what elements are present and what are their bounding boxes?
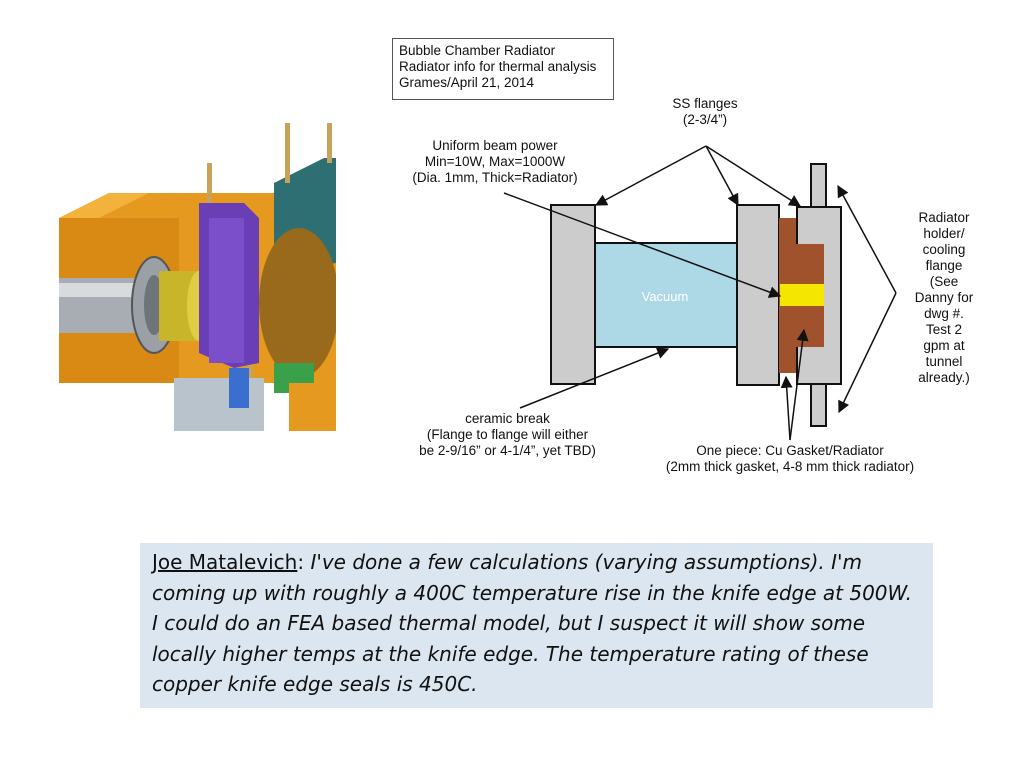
radiator-holder-line: gpm at <box>923 338 965 353</box>
arrow-radiator <box>789 328 809 441</box>
cad-rendering-image <box>59 123 336 431</box>
ceramic-break-line: (Flange to flange will either <box>426 427 589 442</box>
ceramic-break-label: ceramic break (Flange to flange will eit… <box>395 411 620 459</box>
ss-flanges-line: (2-3/4”) <box>682 112 728 127</box>
radiator-holder-line: Radiator <box>918 210 970 225</box>
arrow-ss-right <box>705 145 802 207</box>
beam-power-line: (Dia. 1mm, Thick=Radiator) <box>412 170 578 185</box>
title-block: Bubble Chamber Radiator Radiator info fo… <box>392 38 614 100</box>
radiator-holder-line: already.) <box>918 370 970 385</box>
arrow-ceramic <box>519 347 670 409</box>
ceramic-break-line: ceramic break <box>465 411 550 426</box>
arrow-holder-bottom <box>838 292 897 414</box>
beam-power-line: Min=10W, Max=1000W <box>424 154 566 169</box>
right-flange-stub-bottom <box>810 381 827 427</box>
title-line-3: Grames/April 21, 2014 <box>399 75 535 90</box>
vacuum-label: Vacuum <box>642 289 689 304</box>
one-piece-line: (2mm thick gasket, 4-8 mm thick radiator… <box>665 459 915 474</box>
one-piece-label: One piece: Cu Gasket/Radiator (2mm thick… <box>640 443 940 475</box>
arrow-ss-left <box>594 145 707 206</box>
radiator-holder-line: Test 2 <box>925 322 963 337</box>
radiator-holder-line: dwg #. <box>924 306 964 321</box>
arrow-beam <box>503 192 782 298</box>
comment-author: Joe Matalevich <box>152 550 298 574</box>
vacuum-region <box>594 242 738 348</box>
radiator-holder-line: tunnel <box>925 354 963 369</box>
radiator-holder-line: (See <box>929 274 959 289</box>
right-flange-stub-top <box>810 163 827 209</box>
radiator-holder-line: cooling <box>922 242 966 257</box>
radiator-holder-line: holder/ <box>923 226 965 241</box>
comment-text: I've done a few calculations (varying as… <box>152 550 913 696</box>
radiator-holder-label: Radiator holder/ cooling flange (See Dan… <box>904 210 984 386</box>
arrow-gasket <box>780 375 793 441</box>
comment-box: Joe Matalevich: I've done a few calculat… <box>140 543 933 708</box>
left-flange <box>550 204 596 385</box>
comment-separator: : <box>297 550 311 574</box>
beam-power-label: Uniform beam power Min=10W, Max=1000W (D… <box>390 138 600 186</box>
radiator-holder-line: flange <box>925 258 963 273</box>
beam-power-line: Uniform beam power <box>432 138 558 153</box>
beam-spot-radiator <box>780 284 824 306</box>
title-line-2: Radiator info for thermal analysis <box>399 59 597 74</box>
middle-flange <box>736 204 780 386</box>
arrow-holder-top <box>837 184 897 294</box>
ceramic-break-line: be 2-9/16” or 4-1/4”, yet TBD) <box>419 443 596 458</box>
one-piece-line: One piece: Cu Gasket/Radiator <box>696 443 884 458</box>
radiator-holder-line: Danny for <box>914 290 974 305</box>
title-line-1: Bubble Chamber Radiator <box>399 43 556 58</box>
ss-flanges-line: SS flanges <box>672 96 738 111</box>
arrow-ss-middle <box>705 145 739 207</box>
ss-flanges-label: SS flanges (2-3/4”) <box>655 96 755 128</box>
